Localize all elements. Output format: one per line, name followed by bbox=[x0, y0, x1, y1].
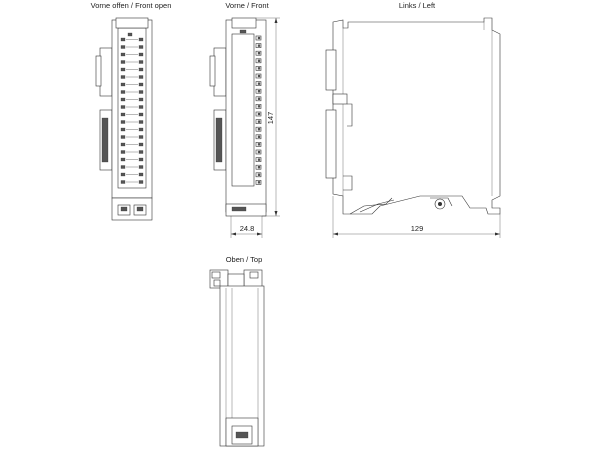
dimension-height: 147 bbox=[256, 17, 280, 217]
dimension-width: 24.8 bbox=[230, 216, 263, 238]
view-label-left: Links / Left bbox=[399, 1, 436, 10]
top-view bbox=[209, 269, 265, 447]
dimension-width-label: 24.8 bbox=[240, 224, 255, 233]
dimension-depth-label: 129 bbox=[411, 224, 424, 233]
front-open-view bbox=[95, 17, 153, 221]
view-label-front: Vorne / Front bbox=[225, 1, 269, 10]
dimension-height-label: 147 bbox=[266, 112, 275, 125]
dimension-depth: 129 bbox=[332, 196, 501, 238]
view-label-front-open: Vorne offen / Front open bbox=[91, 1, 172, 10]
front-view bbox=[209, 17, 267, 217]
view-label-top: Oben / Top bbox=[226, 255, 263, 264]
left-view bbox=[325, 17, 501, 215]
